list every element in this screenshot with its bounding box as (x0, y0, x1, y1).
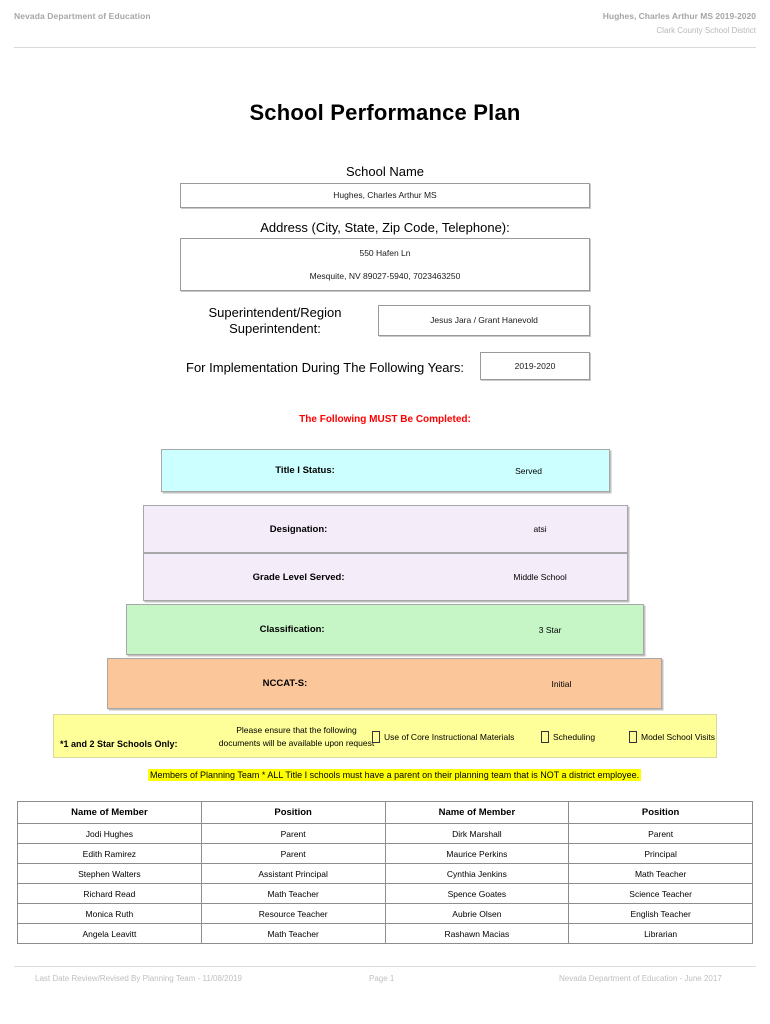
address-label: Address (City, State, Zip Code, Telephon… (260, 220, 510, 235)
star-schools-note-line-1: Please ensure that the following (236, 725, 357, 735)
table-cell[interactable]: Principal (568, 843, 753, 864)
header-district-name: Clark County School District (656, 26, 756, 35)
document-footer: Last Date Review/Revised By Planning Tea… (14, 974, 756, 990)
status-bar-grade-level-served[interactable]: Grade Level Served: Middle School (143, 553, 628, 601)
status-bar-value: atsi (533, 524, 547, 534)
document-header: Nevada Department of Education Hughes, C… (14, 10, 756, 50)
must-complete-notice: The Following MUST Be Completed: (299, 414, 471, 425)
header-school-year: Hughes, Charles Arthur MS 2019-2020 (602, 11, 756, 21)
table-cell[interactable]: Assistant Principal (200, 863, 386, 884)
status-bar-nccat-s[interactable]: NCCAT-S: Initial (107, 658, 662, 709)
checkbox-icon[interactable] (629, 731, 637, 743)
checkbox-label: Use of Core Instructional Materials (384, 732, 515, 742)
table-cell[interactable]: Aubrie Olsen (384, 903, 570, 924)
checkbox-label: Model School Visits (641, 732, 716, 742)
status-bar-designation[interactable]: Designation: atsi (143, 505, 628, 553)
star-schools-band: *1 and 2 Star Schools Only: Please ensur… (53, 714, 717, 758)
star-schools-title: *1 and 2 Star Schools Only: (60, 739, 178, 749)
footer-page-number: Page 1 (369, 974, 395, 983)
status-bar-label: Title I Status: (275, 465, 335, 476)
star-schools-note-line-2: documents will be available upon request (218, 738, 375, 749)
table-cell[interactable]: Angela Leavitt (17, 923, 202, 944)
table-header-cell: Name of Member (384, 801, 570, 824)
implementation-years-label: For Implementation During The Following … (186, 360, 464, 375)
status-bar-value: Middle School (513, 572, 567, 582)
table-cell[interactable]: Dirk Marshall (384, 823, 570, 844)
table-cell[interactable]: Spence Goates (384, 883, 570, 904)
table-cell[interactable]: Maurice Perkins (384, 843, 570, 864)
superintendent-label: Superintendent/Region Superintendent: (208, 305, 342, 337)
status-bar-label: Designation: (269, 523, 328, 535)
table-cell[interactable]: Jodi Hughes (17, 823, 202, 844)
superintendent-value: Jesus Jara / Grant Hanevold (430, 315, 538, 326)
status-bar-label: NCCAT-S: (262, 678, 308, 689)
table-cell[interactable]: Math Teacher (568, 863, 753, 884)
table-cell[interactable]: Parent (200, 823, 386, 844)
checkbox-label: Scheduling (553, 732, 596, 742)
status-bar-label: Classification: (259, 624, 325, 635)
table-header-cell: Name of Member (17, 801, 202, 824)
superintendent-field[interactable]: Jesus Jara / Grant Hanevold (378, 305, 590, 336)
implementation-years-field[interactable]: 2019-2020 (480, 352, 590, 380)
table-cell[interactable]: Parent (200, 843, 386, 864)
footer-divider (14, 966, 756, 967)
status-bar-title-i-status[interactable]: Title I Status: Served (161, 449, 610, 492)
planning-team-note: Members of Planning Team * ALL Title I s… (148, 769, 642, 781)
table-cell[interactable]: Stephen Walters (17, 863, 202, 884)
checkbox-icon[interactable] (372, 731, 380, 743)
table-cell[interactable]: Math Teacher (200, 923, 386, 944)
status-bar-label: Grade Level Served: (252, 571, 345, 583)
school-name-field[interactable]: Hughes, Charles Arthur MS (180, 183, 590, 208)
school-name-value: Hughes, Charles Arthur MS (333, 190, 437, 201)
table-cell[interactable]: Edith Ramirez (17, 843, 202, 864)
checkbox-scheduling[interactable]: Scheduling (541, 731, 595, 743)
page-title: School Performance Plan (249, 100, 521, 125)
address-field[interactable]: 550 Hafen Ln Mesquite, NV 89027-5940, 70… (180, 238, 590, 291)
checkbox-core-instructional-materials[interactable]: Use of Core Instructional Materials (372, 731, 514, 743)
status-bar-value: Initial (551, 678, 572, 689)
table-cell[interactable]: Parent (568, 823, 753, 844)
header-divider (14, 47, 756, 48)
address-line-2: Mesquite, NV 89027-5940, 7023463250 (309, 270, 461, 281)
table-header-cell: Position (200, 801, 386, 824)
table-cell[interactable]: Monica Ruth (17, 903, 202, 924)
table-cell[interactable]: Science Teacher (568, 883, 753, 904)
table-cell[interactable]: Resource Teacher (200, 903, 386, 924)
table-cell[interactable]: Math Teacher (200, 883, 386, 904)
table-cell[interactable]: Rashawn Macias (384, 923, 570, 944)
table-cell[interactable]: Richard Read (17, 883, 202, 904)
status-bar-value: Served (515, 465, 542, 476)
star-schools-note: Please ensure that the following documen… (199, 724, 394, 750)
table-cell[interactable]: English Teacher (568, 903, 753, 924)
table-header-cell: Position (568, 801, 753, 824)
table-cell[interactable]: Librarian (568, 923, 753, 944)
address-line-1: 550 Hafen Ln (359, 247, 411, 258)
implementation-years-value: 2019-2020 (514, 360, 556, 371)
status-bar-classification[interactable]: Classification: 3 Star (126, 604, 644, 655)
school-name-label: School Name (345, 164, 425, 179)
header-agency-name: Nevada Department of Education (14, 11, 151, 21)
footer-source: Nevada Department of Education - June 20… (559, 974, 722, 983)
footer-last-revised: Last Date Review/Revised By Planning Tea… (35, 974, 242, 983)
status-bar-value: 3 Star (538, 624, 562, 635)
table-cell[interactable]: Cynthia Jenkins (384, 863, 570, 884)
checkbox-icon[interactable] (541, 731, 549, 743)
checkbox-model-school-visits[interactable]: Model School Visits (629, 731, 715, 743)
